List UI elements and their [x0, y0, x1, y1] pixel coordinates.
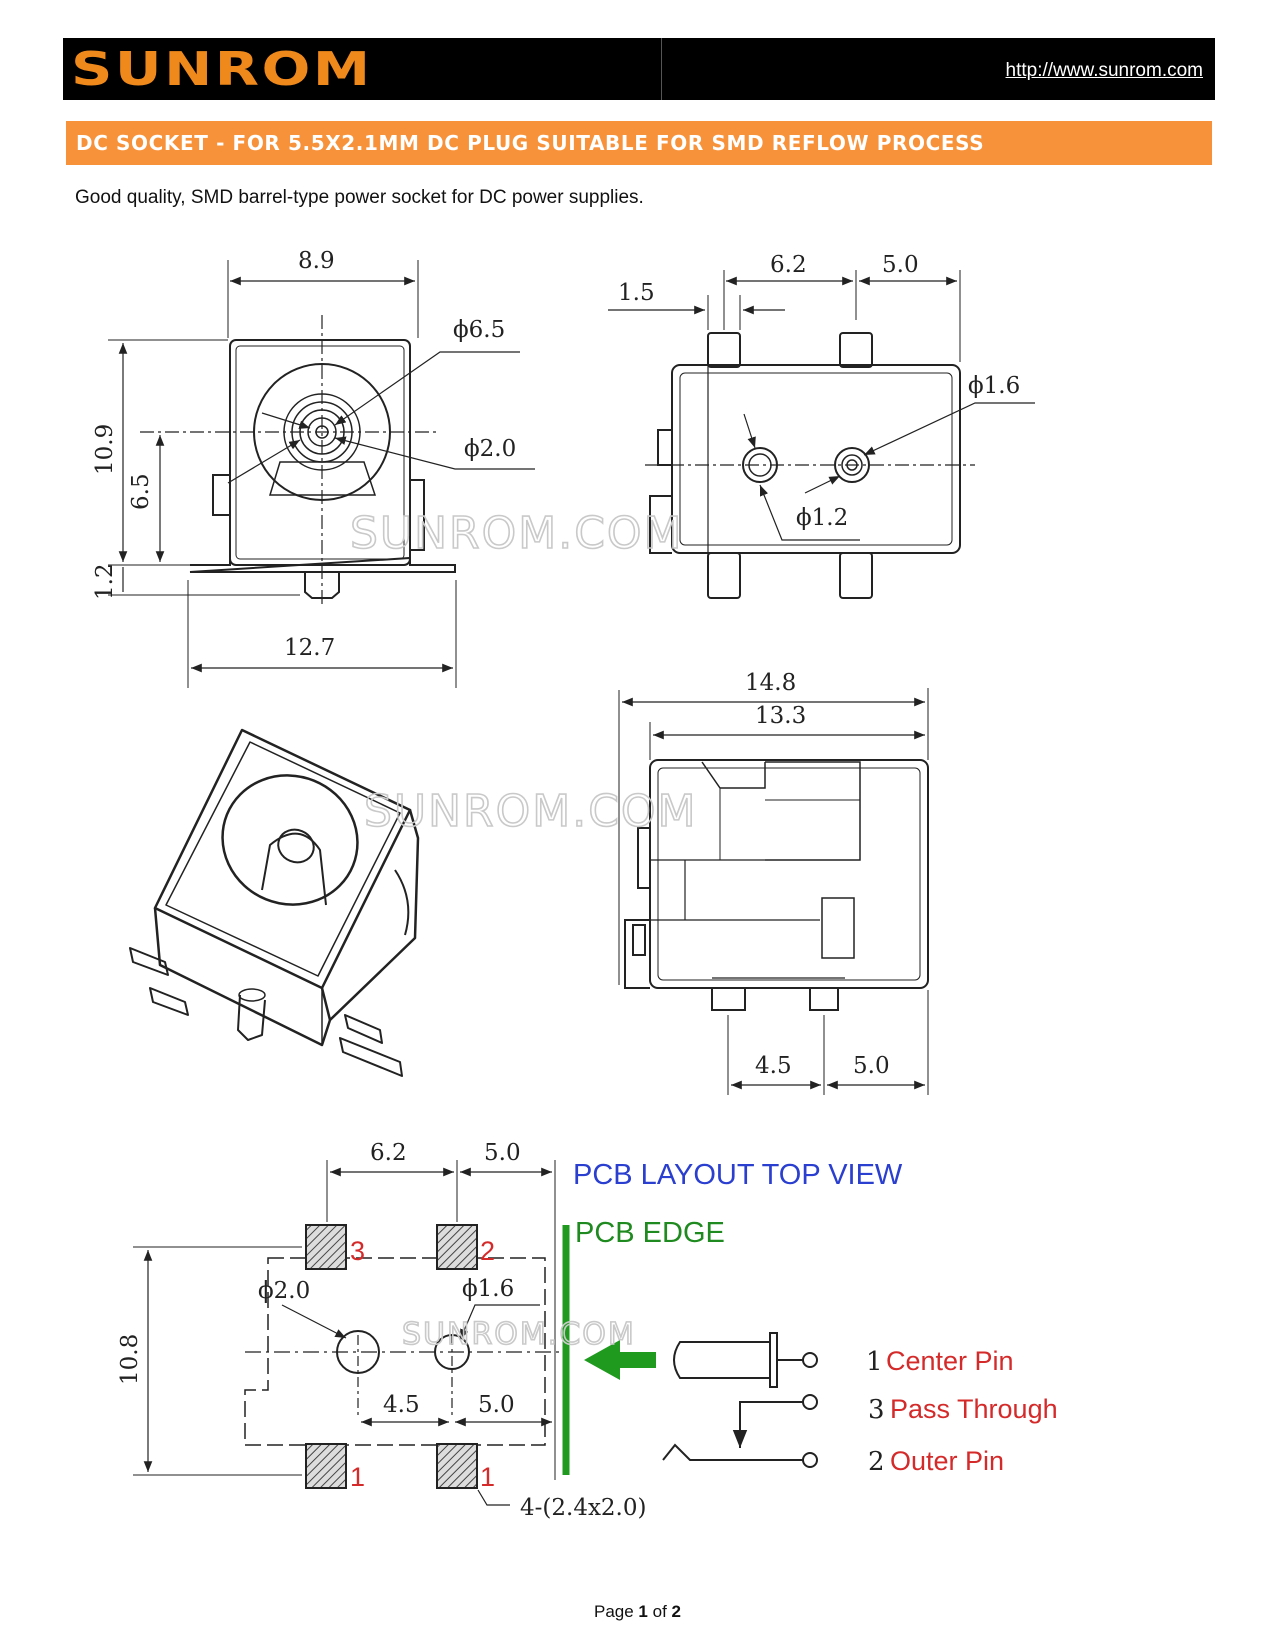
front-view [108, 260, 535, 688]
footer-prefix: Page [593, 1602, 634, 1621]
sunrom-logo: SUNROM [71, 42, 373, 96]
front-footprint-label: 12.7 [284, 635, 335, 661]
pcb-pitch-a-label: 6.2 [370, 1140, 407, 1166]
page-footer: Page 1 of 2 [0, 1602, 1275, 1622]
watermark: SUNROM.COM [364, 786, 698, 837]
header-bar: SUNROM http://www.sunrom.com [63, 38, 1215, 100]
front-outer-dia-label: ϕ6.5 [453, 317, 505, 343]
footer-of: of [652, 1602, 667, 1621]
pcb-pad-label-3: 3 [350, 1236, 365, 1266]
front-center-height-label: 6.5 [128, 473, 154, 510]
pin-legend: 1 Center Pin 3 Pass Through 2 Outer Pin [866, 1346, 1058, 1477]
pin-name: Pass Through [890, 1394, 1058, 1424]
front-width-label: 8.9 [298, 248, 335, 274]
pin-name: Outer Pin [890, 1446, 1004, 1476]
pcb-pad-label-1b: 1 [480, 1462, 495, 1492]
side-pitch-b-label: 5.0 [882, 252, 919, 278]
pcb-spacing-a-label: 4.5 [383, 1392, 420, 1418]
product-description: Good quality, SMD barrel-type power sock… [75, 187, 644, 208]
front-base-label: 1.2 [92, 563, 118, 600]
top-view [618, 688, 929, 1095]
top-length-body-label: 13.3 [755, 703, 806, 729]
footer-total-pages: 2 [671, 1602, 682, 1621]
website-link[interactable]: http://www.sunrom.com [1005, 60, 1203, 81]
pcb-pitch-b-label: 5.0 [484, 1140, 521, 1166]
pcb-layout [133, 1160, 818, 1506]
pin-number: 2 [868, 1447, 885, 1477]
pcb-spacing-b-label: 5.0 [478, 1392, 515, 1418]
pcb-layout-title: PCB LAYOUT TOP VIEW [573, 1159, 903, 1191]
title-bar: DC SOCKET - FOR 5.5X2.1MM DC PLUG SUITAB… [66, 121, 1212, 165]
isometric-view [129, 728, 420, 1077]
pin-name: Center Pin [886, 1346, 1014, 1376]
technical-drawings: 8.9 ϕ6.5 ϕ2.0 10.9 6.5 1.2 12.7 [92, 248, 1058, 1521]
page-title: DC SOCKET - FOR 5.5X2.1MM DC PLUG SUITAB… [76, 131, 985, 155]
side-hole-large-label: ϕ1.6 [968, 373, 1020, 399]
pcb-hole-a-label: ϕ2.0 [258, 1278, 310, 1304]
pcb-pad-label-2: 2 [480, 1236, 495, 1266]
side-hole-small-label: ϕ1.2 [796, 505, 848, 531]
front-inner-dia-label: ϕ2.0 [464, 436, 516, 462]
pin-number: 3 [868, 1395, 885, 1425]
pcb-edge-label: PCB EDGE [575, 1217, 725, 1249]
pcb-height-label: 10.8 [117, 1334, 143, 1385]
front-height-label: 10.9 [92, 424, 118, 475]
top-length-total-label: 14.8 [745, 670, 796, 696]
watermark: SUNROM.COM [402, 1317, 636, 1352]
side-view [608, 270, 1035, 599]
top-pin-a-label: 4.5 [755, 1053, 792, 1079]
side-pitch-a-label: 6.2 [770, 252, 807, 278]
footer-current-page: 1 [638, 1602, 648, 1621]
pcb-hole-b-label: ϕ1.6 [462, 1276, 514, 1302]
pcb-pad-label-1a: 1 [350, 1462, 365, 1492]
top-pin-b-label: 5.0 [853, 1053, 890, 1079]
side-pin-width-label: 1.5 [618, 280, 655, 306]
pin-number: 1 [866, 1347, 883, 1377]
header-divider [661, 38, 662, 100]
watermark: SUNROM.COM [350, 508, 684, 559]
pcb-pad-spec-label: 4-(2.4x2.0) [520, 1495, 646, 1521]
